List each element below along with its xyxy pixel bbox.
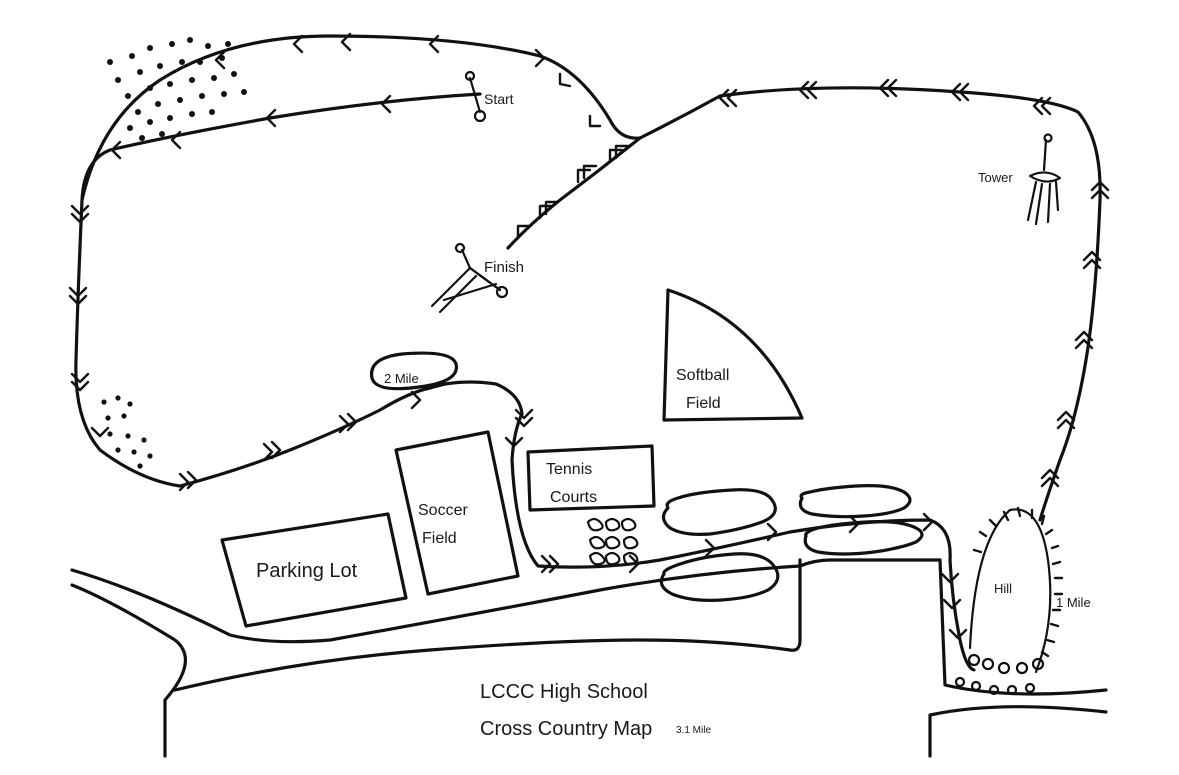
softball-field-label-line2: Field [686,395,721,412]
hill-hatch [968,506,1064,674]
map-title-line2: Cross Country Map [480,718,652,740]
road-spur-top [798,558,942,568]
hill-rocks [954,653,1045,696]
tower-label: Tower [978,170,1013,185]
parking-lot-outline [220,512,408,628]
tower-icon [1026,133,1062,226]
softball-field-outline [662,288,804,422]
two-mile-label: 2 Mile [384,371,419,386]
soccer-field-outline [394,430,520,596]
main-road-upper-edge [70,558,802,644]
finish-chute [430,242,509,314]
course-route [74,34,1102,672]
tree-dots-top-left [107,37,247,141]
roads [70,558,1108,758]
tree-dots-left-bottom [101,395,153,469]
two-mile-marker-oval [369,351,458,391]
soccer-field-label-line2: Field [422,530,457,547]
facilities [220,288,804,628]
start-label: Start [484,91,514,107]
road-bottom-right [928,705,1108,758]
grove-upper-middle [661,488,777,536]
finish-label: Finish [484,259,524,276]
course-through-fields [443,380,976,672]
tennis-courts-label-line1: Tennis [546,461,592,478]
course-loop-outer [74,92,482,488]
shrub-small-cluster [586,517,639,566]
grove-lower-middle [659,552,780,602]
main-road-left-curve [70,583,187,758]
map-title-line1: LCCC High School [480,681,648,703]
main-road-lower-edge [173,564,802,692]
map-paper [72,32,1106,756]
softball-field-label-line1: Softball [676,367,729,384]
hill-label: Hill [994,581,1012,596]
total-distance-label: 3.1 Mile [676,725,711,736]
map-labels: Start Finish Tower 2 Mile Softball Field… [256,91,1091,740]
parking-lot-label: Parking Lot [256,560,358,582]
grove-right-upper [798,484,912,519]
tennis-courts-outline [526,444,656,512]
soccer-field-label-line1: Soccer [418,502,468,519]
course-direction-arrows [68,32,1110,640]
course-top-arc [80,34,1102,522]
tennis-courts-label-line2: Courts [550,489,597,506]
course-cutback [506,136,642,250]
one-mile-label: 1 Mile [1056,595,1091,610]
